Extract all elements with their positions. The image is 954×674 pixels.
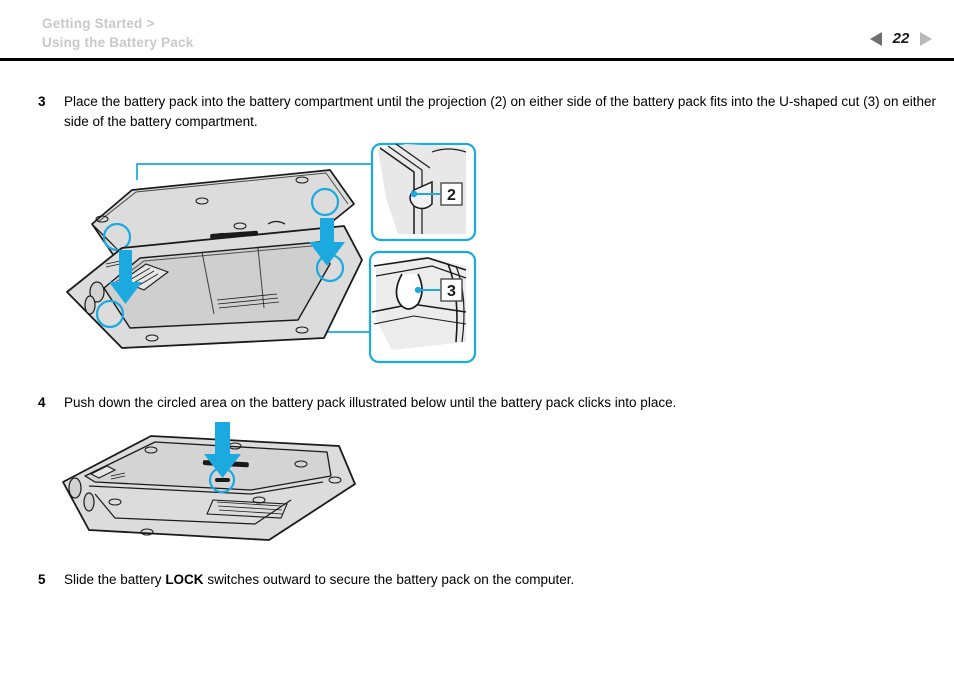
step-3-number: 3 bbox=[38, 94, 46, 109]
highlight-circle-projection-left bbox=[102, 222, 132, 252]
page-navigation: 22 bbox=[870, 30, 932, 47]
battery-insertion-diagram: 2 3 bbox=[62, 142, 492, 382]
step-5-text-before: Slide the battery bbox=[64, 572, 166, 587]
insertion-arrow-left bbox=[109, 250, 142, 304]
triangle-left-icon[interactable] bbox=[870, 31, 882, 46]
step-3: 3 Place the battery pack into the batter… bbox=[38, 92, 938, 132]
breadcrumb-line-1: Getting Started > bbox=[42, 16, 155, 31]
step-3-text: Place the battery pack into the battery … bbox=[64, 94, 936, 129]
insertion-arrow-right bbox=[309, 218, 345, 266]
step-5-text-after: switches outward to secure the battery p… bbox=[203, 572, 575, 587]
callout-label-3: 3 bbox=[447, 283, 456, 300]
highlight-circle-projection-right bbox=[310, 187, 340, 217]
step-4: 4 Push down the circled area on the batt… bbox=[38, 393, 938, 413]
callout-box-3: 3 bbox=[368, 250, 477, 364]
step-4-number: 4 bbox=[38, 395, 46, 410]
laptop-base-illustration bbox=[66, 225, 363, 349]
page-number: 22 bbox=[892, 30, 910, 47]
callout-box-2: 2 bbox=[370, 142, 477, 242]
header-divider bbox=[0, 58, 954, 61]
triangle-right-icon[interactable] bbox=[920, 31, 932, 46]
breadcrumb-line-2: Using the Battery Pack bbox=[42, 35, 194, 50]
laptop-bottom-illustration bbox=[62, 435, 356, 541]
step-5-bold-lock: LOCK bbox=[165, 572, 204, 587]
step-5: 5 Slide the battery LOCK switches outwar… bbox=[38, 570, 938, 590]
step-5-text: Slide the battery LOCK switches outward … bbox=[64, 570, 574, 590]
page-content: 3 Place the battery pack into the batter… bbox=[0, 58, 954, 674]
push-down-arrow bbox=[204, 422, 241, 478]
page-header: Getting Started > Using the Battery Pack… bbox=[0, 0, 954, 58]
callout-label-2: 2 bbox=[447, 187, 456, 204]
highlight-circle-cut-left bbox=[95, 299, 125, 329]
battery-push-down-diagram bbox=[55, 420, 385, 560]
step-5-number: 5 bbox=[38, 572, 46, 587]
step-4-text: Push down the circled area on the batter… bbox=[64, 395, 677, 410]
breadcrumb: Getting Started > Using the Battery Pack bbox=[42, 14, 193, 52]
